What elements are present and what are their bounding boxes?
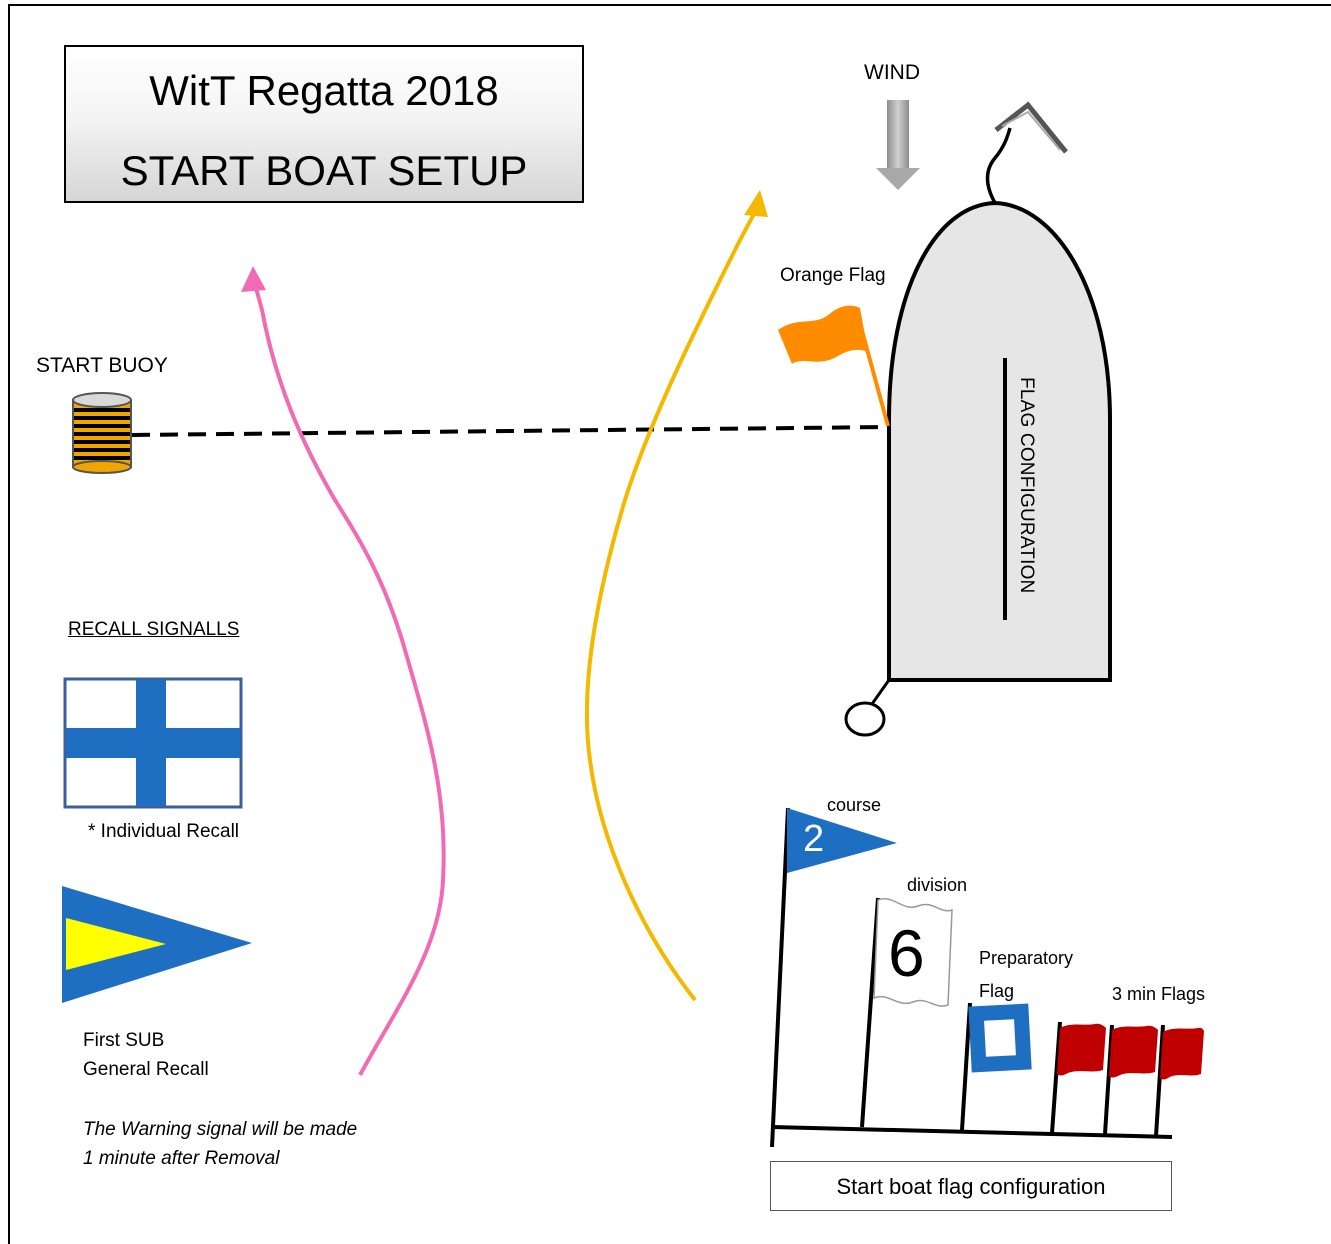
individual-recall-flag (63, 677, 243, 809)
title-line-2: START BOAT SETUP (120, 147, 528, 194)
course-pennant (787, 808, 897, 873)
first-sub-label: First SUB (83, 1030, 165, 1051)
wind-arrow (876, 100, 920, 190)
course-number: 2 (803, 818, 825, 860)
three-min-flags-label: 3 min Flags (1112, 984, 1206, 1004)
red-flag-3 (1160, 1027, 1204, 1080)
start-buoy-label: START BUOY (36, 354, 168, 377)
pink-boat-track (241, 266, 446, 1076)
individual-recall-label: * Individual Recall (88, 821, 240, 842)
warning-note-line-2: 1 minute after Removal (83, 1148, 280, 1169)
tow-line (870, 679, 891, 705)
warning-note-line-1: The Warning signal will be made (83, 1119, 358, 1140)
flag-configuration-label: FLAG CONFIGURATION (1016, 377, 1037, 594)
title-line-1: WitT Regatta 2018 (149, 67, 499, 114)
wind-label: WIND (864, 61, 920, 84)
title-box: WitT Regatta 2018 START BOAT SETUP (64, 45, 584, 203)
division-card (873, 898, 953, 1007)
course-label: course (827, 795, 882, 815)
orange-flag (778, 305, 890, 427)
preparatory-label: Preparatory (979, 948, 1074, 968)
general-recall-label: General Recall (83, 1059, 209, 1080)
dinghy (844, 701, 886, 737)
division-label: division (907, 875, 968, 895)
anchor-icon (994, 101, 1068, 154)
start-buoy (72, 392, 132, 474)
start-line (131, 425, 890, 437)
first-substitute-pennant (62, 886, 252, 1003)
red-flag-2 (1109, 1025, 1158, 1078)
caption-box: Start boat flag configuration (770, 1161, 1172, 1211)
division-number: 6 (888, 916, 925, 990)
red-flag-1 (1057, 1023, 1106, 1076)
orange-flag-label: Orange Flag (780, 265, 886, 286)
recall-signals-heading: RECALL SIGNALLS (68, 619, 240, 640)
diagram-frame (8, 4, 1331, 1244)
preparatory-flag-label: Flag (979, 981, 1015, 1001)
start-boat-hull (887, 200, 1112, 682)
flag-configuration (770, 807, 1204, 1148)
anchor-line (985, 127, 1012, 204)
yellow-boat-track (584, 190, 768, 1002)
